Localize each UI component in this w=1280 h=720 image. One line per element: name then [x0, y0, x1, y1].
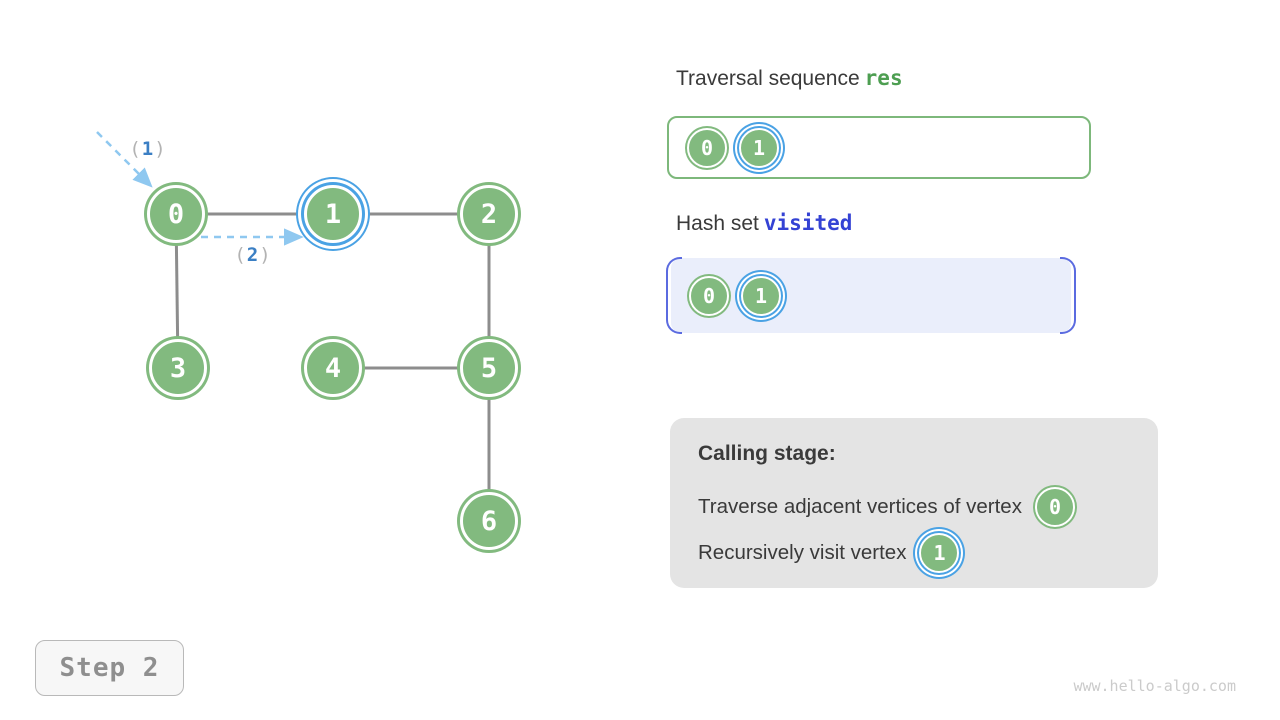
set-item-node-1: 1 — [919, 533, 960, 573]
arrow-step-label-2: (2) — [234, 244, 272, 266]
step-badge: Step 2 — [35, 640, 184, 696]
graph-node-4: 4 — [304, 339, 362, 397]
arrow-step-label-1: (1) — [129, 138, 167, 160]
calling-line-node-slot: 1 — [919, 533, 960, 573]
hash-set-bracket-left — [666, 257, 682, 334]
graph-node-layer: 0 1 2 3 4 5 6 (1) (2) — [0, 0, 640, 640]
calling-stage-title: Calling stage: — [698, 442, 836, 465]
calling-stage-box: Calling stage: Traverse adjacent vertice… — [670, 418, 1158, 588]
set-item-node-0: 0 — [689, 275, 729, 316]
calling-stage-line: Traverse adjacent vertices of vertex 0 — [698, 485, 1158, 529]
graph-node-5: 5 — [460, 339, 518, 397]
graph-node-3: 3 — [149, 339, 207, 397]
set-item-node-1: 1 — [739, 127, 779, 168]
set-item-node-0: 0 — [1034, 487, 1075, 527]
res-title-text: Traversal sequence — [676, 67, 860, 90]
visited-code-label: visited — [763, 211, 853, 235]
calling-line-text: Recursively visit vertex — [698, 541, 907, 564]
watermark: www.hello-algo.com — [1073, 677, 1236, 695]
graph-node-2: 2 — [460, 185, 518, 243]
res-code-label: res — [864, 66, 903, 90]
graph-node-0: 0 — [147, 185, 205, 243]
graph-node-6: 6 — [460, 492, 518, 550]
set-item-node-1: 1 — [741, 275, 781, 316]
calling-line-node-slot: 0 — [1034, 487, 1075, 527]
graph-node-1: 1 — [304, 185, 362, 243]
hash-set-fill — [671, 258, 1071, 333]
set-item-node-0: 0 — [687, 127, 727, 168]
calling-stage-line: Recursively visit vertex 1 — [698, 531, 1158, 575]
calling-line-text: Traverse adjacent vertices of vertex — [698, 495, 1022, 518]
visited-title-text: Hash set — [676, 212, 759, 235]
